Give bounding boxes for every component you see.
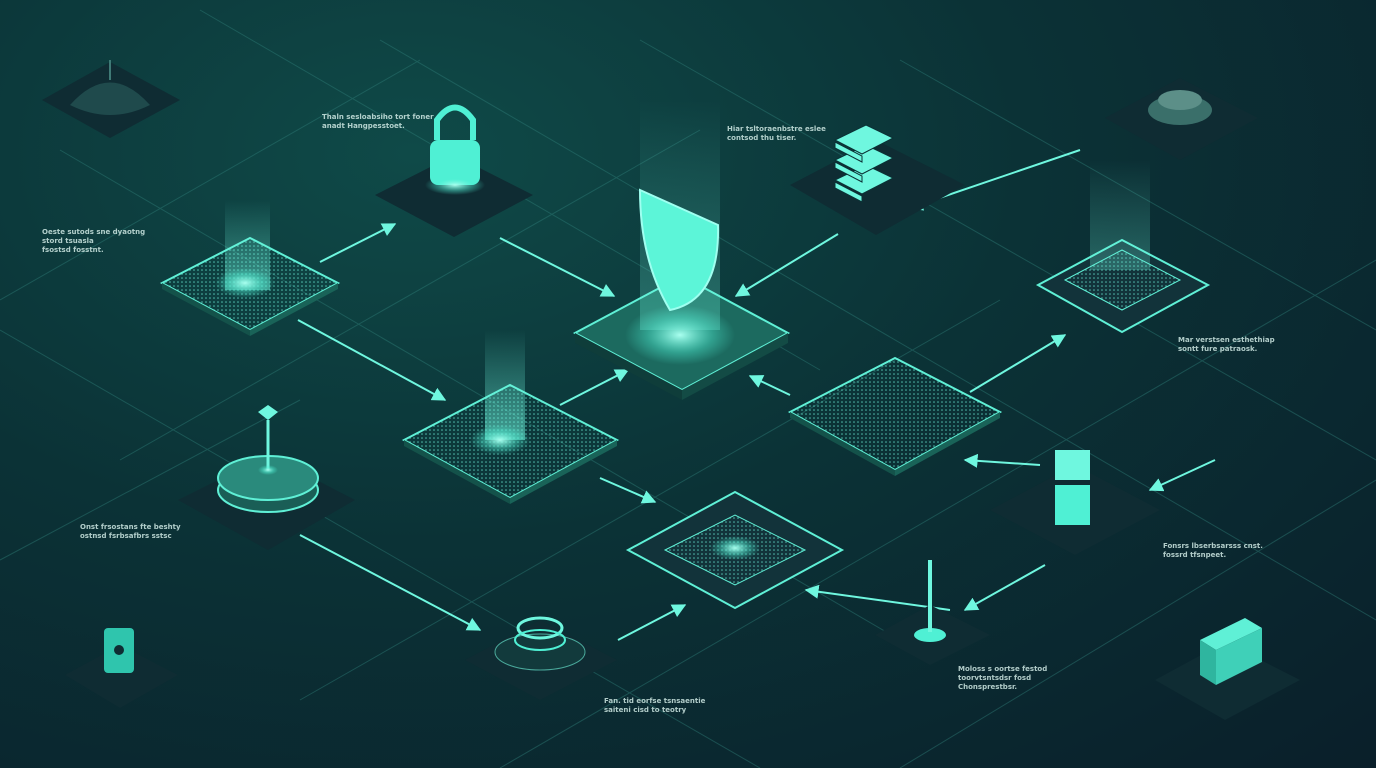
antenna-node — [875, 560, 990, 665]
chip-right — [787, 356, 1003, 476]
cone-top-left-node — [42, 60, 180, 138]
button-top-right-node — [1105, 78, 1258, 160]
label-antenna: Moloss s oortse festod toorvtsntsdsr fos… — [958, 665, 1048, 691]
label-beacon: Onst frsostans fte beshty ostnsd fsrbsaf… — [80, 523, 181, 540]
beacon-disk-node — [178, 405, 355, 550]
box-bottom-right-node — [1155, 618, 1300, 720]
coil-node — [465, 616, 617, 700]
label-server: Hiar tsltoraenbstre eslee contsod thu ti… — [727, 125, 826, 142]
device-right-node — [990, 450, 1160, 555]
shield-node — [572, 100, 791, 400]
chip-bottom — [625, 490, 845, 610]
chip-far-right — [1035, 160, 1211, 334]
label-coil: Fan. tid eorfse tsnsaentie saiteni cisd … — [604, 697, 706, 714]
label-padlock: Thaln sesloabsiho tort foner anadt Hangp… — [322, 113, 434, 130]
chip-glow-left — [159, 200, 341, 336]
lock-tile-bottom-left-node — [65, 628, 178, 708]
label-left-chip: Oeste sutods sne dyaotng stord tsuasla f… — [42, 228, 146, 254]
label-far-right-chip: Mar verstsen esthethiap sontt fure patra… — [1178, 336, 1275, 353]
circuit-lines — [0, 9, 1376, 768]
chip-center — [401, 330, 620, 504]
padlock-node — [375, 104, 533, 237]
server-stack-node — [790, 124, 965, 235]
label-device: Fonsrs lbserbsarsss cnst. fossrd tfsnpee… — [1163, 542, 1263, 559]
